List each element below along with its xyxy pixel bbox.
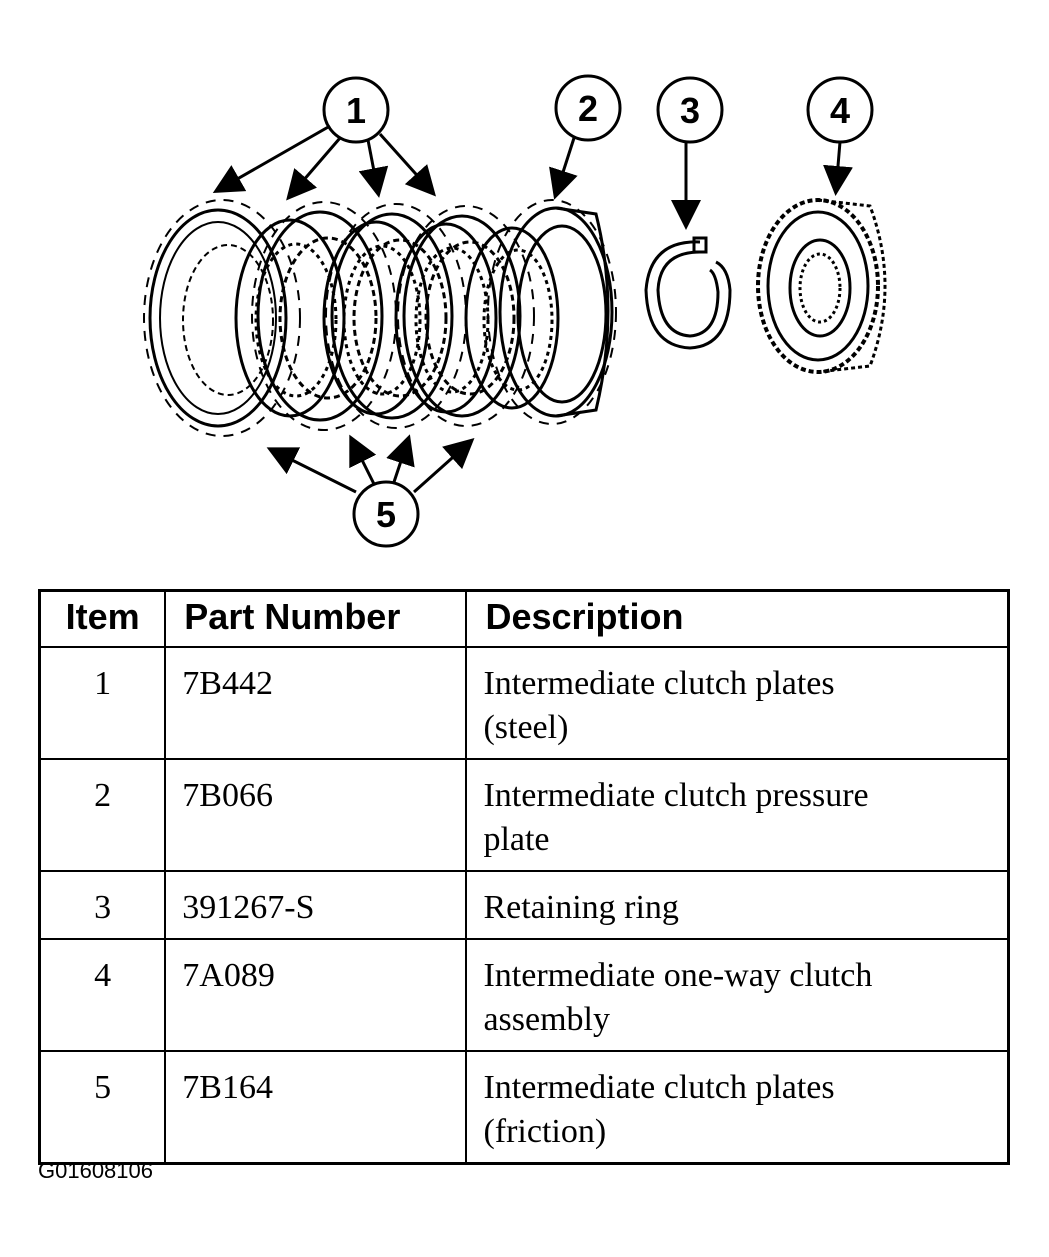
callout-5: 5	[352, 480, 420, 548]
table-row: 4 7A089 Intermediate one-way clutch asse…	[38, 937, 1010, 1052]
cell-description: Intermediate one-way clutch assembly	[465, 937, 1010, 1052]
table-row: 2 7B066 Intermediate clutch pressure pla…	[38, 757, 1010, 872]
callout-1: 1	[322, 76, 390, 144]
header-part-number: Part Number	[164, 589, 468, 648]
parts-table: Item Part Number Description 1 7B442 Int…	[38, 589, 1010, 1165]
description-line: assembly	[483, 1000, 610, 1038]
table-row: 5 7B164 Intermediate clutch plates (fric…	[38, 1049, 1010, 1164]
cell-description: Intermediate clutch plates (friction)	[465, 1049, 1010, 1164]
cell-part-number: 7B066	[164, 757, 468, 872]
cell-part-number: 7A089	[164, 937, 468, 1052]
cell-item: 2	[38, 757, 167, 872]
cell-item: 3	[38, 869, 167, 940]
description-line: Retaining ring	[483, 888, 679, 926]
cell-part-number: 7B442	[164, 645, 468, 760]
steel-plate-4	[397, 205, 535, 427]
callout-3: 3	[656, 76, 724, 144]
svg-text:2: 2	[578, 88, 598, 129]
callout-2: 2	[554, 74, 622, 142]
cell-part-number: 7B164	[164, 1049, 468, 1164]
leader-arrows	[212, 124, 853, 494]
table-row: 1 7B442 Intermediate clutch plates (stee…	[38, 645, 1010, 760]
svg-text:3: 3	[680, 90, 700, 131]
cell-description: Intermediate clutch plates (steel)	[465, 645, 1010, 760]
svg-text:1: 1	[346, 90, 366, 131]
svg-text:4: 4	[830, 90, 850, 131]
description-line: (steel)	[483, 708, 569, 746]
figure-id: G01608106	[38, 1158, 153, 1183]
header-item: Item	[38, 589, 167, 648]
table-header-row: Item Part Number Description	[38, 589, 1010, 648]
description-line: (friction)	[483, 1112, 607, 1150]
description-line: Intermediate clutch pressure	[483, 776, 869, 814]
steel-plate-1	[143, 199, 301, 437]
clutch-plates-illustration	[143, 199, 617, 437]
description-line: Intermediate clutch plates	[483, 664, 835, 702]
cell-part-number: 391267-S	[164, 869, 468, 940]
table-row: 3 391267-S Retaining ring	[38, 869, 1010, 940]
cell-description: Retaining ring	[465, 869, 1010, 940]
cell-description: Intermediate clutch pressure plate	[465, 757, 1010, 872]
cell-item: 1	[38, 645, 167, 760]
description-line: Intermediate one-way clutch	[483, 956, 873, 994]
retaining-ring-illustration	[644, 236, 732, 350]
header-description: Description	[465, 589, 1010, 648]
pressure-plate	[487, 199, 617, 425]
clutch-exploded-diagram: 1 2 3 4 5	[143, 74, 887, 548]
description-line: Intermediate clutch plates	[483, 1068, 835, 1106]
one-way-clutch-illustration	[756, 198, 887, 374]
cell-item: 4	[38, 937, 167, 1052]
callout-4: 4	[806, 76, 874, 144]
svg-text:5: 5	[376, 494, 396, 535]
friction-plate-4	[464, 226, 560, 410]
cell-item: 5	[38, 1049, 167, 1164]
description-line: plate	[483, 820, 550, 858]
